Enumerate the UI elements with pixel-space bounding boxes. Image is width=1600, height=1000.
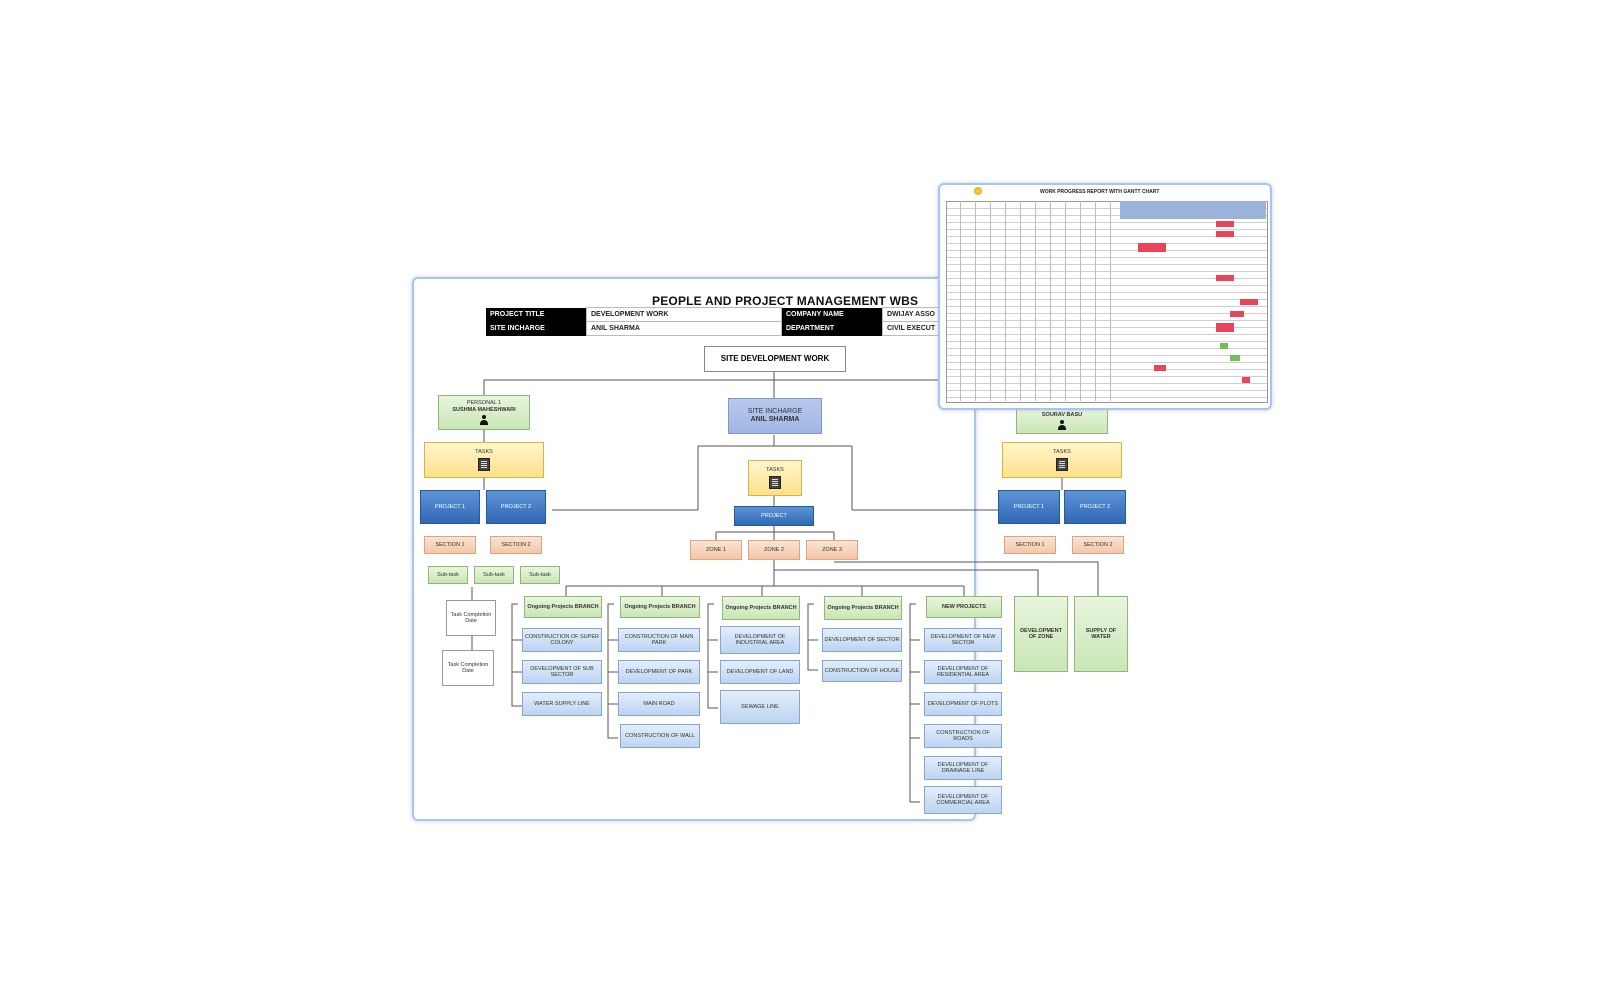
completion-date-box-2: Task Completion Date	[442, 650, 494, 686]
gantt-bar	[1138, 243, 1166, 252]
center-zone-2: ZONE 2	[748, 540, 800, 560]
branch-item: DEVELOPMENT OF PARK	[618, 660, 700, 684]
left-project-1: PROJECT 1	[420, 490, 480, 524]
right-project-1: PROJECT 1	[998, 490, 1060, 524]
left-person-role: PERSONAL 1	[466, 400, 502, 407]
left-subtask-3: Sub-task	[520, 566, 560, 584]
document-icon	[478, 457, 490, 471]
left-person-node: PERSONAL 1 SUSHMA MAHESHWARI	[438, 395, 530, 430]
site-incharge-name: ANIL SHARMA	[750, 416, 800, 423]
branch-item: CONSTRUCTION OF ROADS	[924, 724, 1002, 748]
branch-head: NEW PROJECTS	[926, 596, 1002, 618]
water-supply-box: SUPPLY OF WATER	[1074, 596, 1128, 672]
company-logo-icon	[974, 187, 982, 195]
left-section-2: SECTION 2	[490, 536, 542, 554]
branch-item: DEVELOPMENT OF SUB SECTOR	[522, 660, 602, 684]
gantt-sheet-thumbnail: WORK PROGRESS REPORT WITH GANTT CHART	[938, 183, 1272, 410]
person-icon	[479, 414, 489, 425]
branch-item: SEWAGE LINE	[720, 690, 800, 724]
left-task-label: TASKS	[475, 449, 493, 456]
gantt-bar	[1154, 365, 1166, 371]
branch-item: DEVELOPMENT OF DRAINAGE LINE	[924, 756, 1002, 780]
branch-item: DEVELOPMENT OF COMMERCIAL AREA	[924, 786, 1002, 814]
completion-date-box-1: Task Completion Date	[446, 600, 496, 636]
gantt-bar	[1216, 323, 1234, 332]
left-section-1: SECTION 1	[424, 536, 476, 554]
right-person-name: SOURAV BASU	[1041, 411, 1083, 418]
branch-item: DEVELOPMENT OF PLOTS	[924, 692, 1002, 716]
gantt-title: WORK PROGRESS REPORT WITH GANTT CHART	[1040, 189, 1160, 195]
gantt-bar	[1230, 355, 1240, 361]
right-section-2: SECTION 2	[1072, 536, 1124, 554]
person-icon	[1057, 420, 1067, 431]
center-task-node: TASKS	[748, 460, 802, 496]
right-project-2: PROJECT 2	[1064, 490, 1126, 524]
branch-head: Ongoing Projects BRANCH	[620, 596, 700, 618]
branch-item: DEVELOPMENT OF SECTOR	[822, 628, 902, 652]
right-section-1: SECTION 1	[1004, 536, 1056, 554]
root-node: SITE DEVELOPMENT WORK	[704, 346, 846, 372]
site-label: SITE INCHARGE	[486, 321, 587, 336]
document-icon	[769, 475, 781, 489]
left-project-2: PROJECT 2	[486, 490, 546, 524]
right-task-label: TASKS	[1053, 449, 1071, 456]
gantt-bar	[1216, 231, 1234, 237]
branch-item: CONSTRUCTION OF HOUSE	[822, 660, 902, 682]
branch-item: DEVELOPMENT OF NEW SECTOR	[924, 628, 1002, 652]
project-title-value: DEVELOPMENT WORK	[586, 307, 782, 322]
gantt-bar	[1216, 221, 1234, 227]
right-task-node: TASKS	[1002, 442, 1122, 478]
center-task-label: TASKS	[766, 467, 784, 474]
branch-item: DEVELOPMENT OF RESIDENTIAL AREA	[924, 660, 1002, 684]
company-label: COMPANY NAME	[781, 307, 883, 322]
document-icon	[1056, 457, 1068, 471]
project-title-label: PROJECT TITLE	[486, 307, 587, 322]
left-subtask-1: Sub-task	[428, 566, 468, 584]
branch-item: CONSTRUCTION OF WALL	[620, 724, 700, 748]
branch-item: DEVELOPMENT OF LAND	[720, 660, 800, 684]
center-project: PROJECT	[734, 506, 814, 526]
gantt-bar	[1240, 299, 1258, 305]
branch-head: Ongoing Projects BRANCH	[722, 596, 800, 620]
site-value: ANIL SHARMA	[586, 321, 782, 336]
gantt-columns	[946, 201, 1120, 401]
center-zone-1: ZONE 1	[690, 540, 742, 560]
branch-head: Ongoing Projects BRANCH	[524, 596, 602, 618]
left-subtask-2: Sub-task	[474, 566, 514, 584]
gantt-timeline-header	[1120, 201, 1266, 219]
branch-item: DEVELOPMENT OF INDUSTRIAL AREA	[720, 626, 800, 654]
branch-item: CONSTRUCTION OF MAIN PARK	[618, 628, 700, 652]
chart-title: PEOPLE AND PROJECT MANAGEMENT WBS	[652, 294, 919, 308]
right-person-node: SOURAV BASU	[1016, 408, 1108, 434]
site-incharge-role: SITE INCHARGE	[747, 407, 803, 415]
branch-item: WATER SUPPLY LINE	[522, 692, 602, 716]
left-person-name: SUSHMA MAHESHWARI	[452, 406, 516, 413]
branch-item: MAIN ROAD	[618, 692, 700, 716]
site-incharge-node: SITE INCHARGE ANIL SHARMA	[728, 398, 822, 434]
center-zone-3: ZONE 3	[806, 540, 858, 560]
gantt-bar	[1220, 343, 1228, 349]
left-task-node: TASKS	[424, 442, 544, 478]
zone-development-box: DEVELOPMENT OF ZONE	[1014, 596, 1068, 672]
branch-head: Ongoing Projects BRANCH	[824, 596, 902, 620]
gantt-bar	[1216, 275, 1234, 281]
gantt-bar	[1242, 377, 1250, 383]
gantt-bar	[1230, 311, 1244, 317]
department-label: DEPARTMENT	[781, 321, 883, 336]
branch-item: CONSTRUCTION OF SUPER COLONY	[522, 628, 602, 652]
